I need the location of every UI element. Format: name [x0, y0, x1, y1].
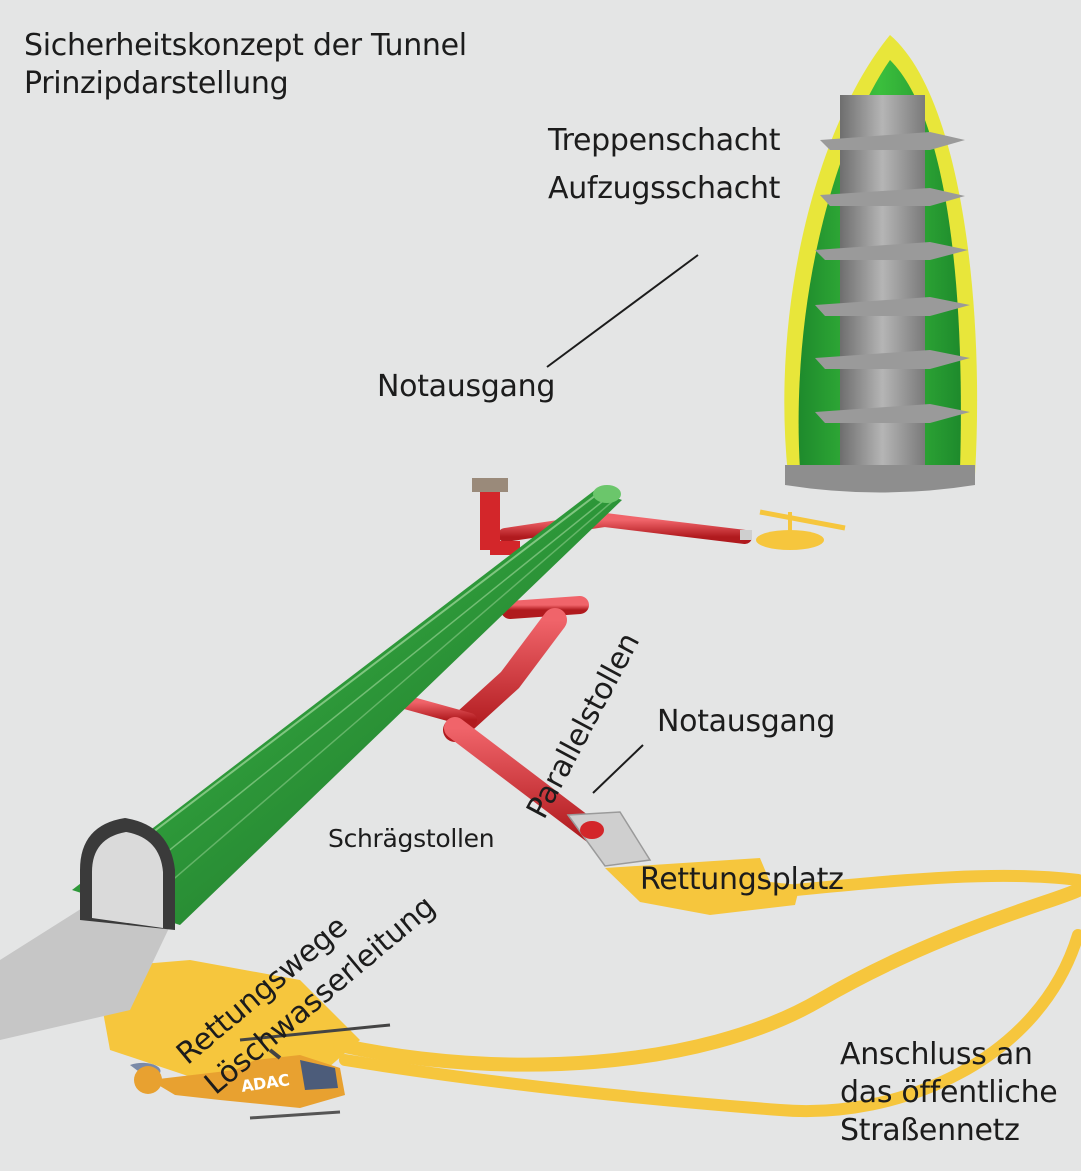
- label-schraegstollen: Schrägstollen: [328, 824, 495, 853]
- leader-line-notausgang-top: [546, 254, 699, 368]
- rescue-area: [605, 858, 1081, 915]
- access-road: [95, 883, 1081, 1117]
- label-treppenschacht: Treppenschacht: [548, 123, 781, 158]
- emergency-shaft: [784, 35, 978, 493]
- label-notausgang-mid: Notausgang: [657, 704, 836, 739]
- emergency-exit-portal: [566, 811, 652, 867]
- diagram-title: Sicherheitskonzept der Tunnel: [24, 28, 467, 63]
- diagram-subtitle: Prinzipdarstellung: [24, 66, 289, 101]
- label-anschluss-line3: Straßennetz: [840, 1113, 1020, 1148]
- leader-line-notausgang-mid: [592, 744, 644, 794]
- parallel-gallery: [398, 478, 752, 849]
- label-notausgang-top: Notausgang: [377, 369, 556, 404]
- label-aufzugsschacht: Aufzugsschacht: [548, 171, 781, 206]
- tunnel-road: [0, 900, 180, 1040]
- helipad-icon: [740, 509, 846, 550]
- helicopter-icon: [130, 1023, 391, 1120]
- label-anschluss-line1: Anschluss an: [840, 1037, 1033, 1072]
- main-tunnel: [72, 485, 622, 930]
- label-rettungsplatz: Rettungsplatz: [640, 862, 844, 897]
- label-anschluss-line2: das öffentliche: [840, 1075, 1058, 1110]
